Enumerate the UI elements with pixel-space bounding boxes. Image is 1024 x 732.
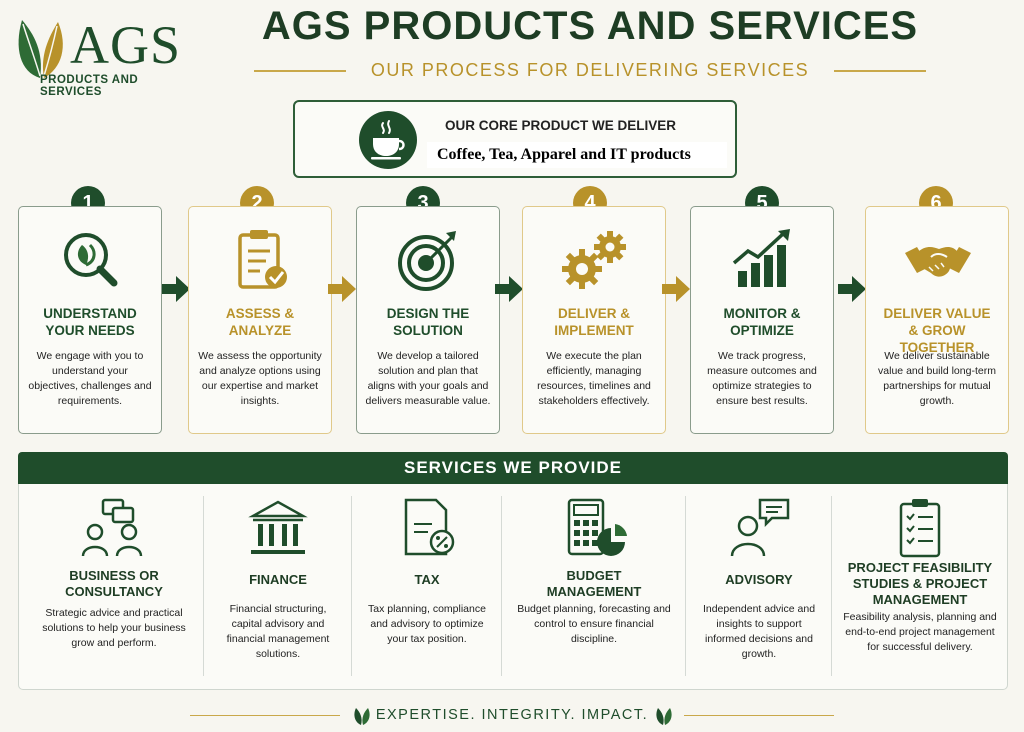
step-description: We track progress, measure outcomes and … — [707, 350, 817, 407]
subtitle-divider-left — [254, 70, 346, 72]
core-product-label: OUR CORE PRODUCT WE DELIVER — [445, 118, 677, 133]
page-subtitle: OUR PROCESS FOR DELIVERING SERVICES — [370, 60, 810, 80]
arrow-right-icon — [328, 276, 356, 302]
core-product-box: OUR CORE PRODUCT WE DELIVER Coffee, Tea,… — [293, 100, 737, 178]
step-title: DELIVER &IMPLEMENT — [554, 306, 634, 338]
logo-name: AGS — [70, 15, 182, 75]
footer-tagline: EXPERTISE. INTEGRITY. IMPACT. — [375, 707, 649, 723]
footer-divider-left — [190, 715, 340, 716]
divider — [203, 496, 204, 676]
leaf-logo-icon — [18, 20, 63, 78]
service-title: TAX — [414, 572, 440, 587]
service-description: Independent advice and insights to suppo… — [702, 603, 816, 660]
service-title: ADVISORY — [725, 572, 793, 587]
divider — [351, 496, 352, 676]
service-description: Budget planning, forecasting and control… — [517, 603, 671, 645]
service-description: Financial structuring, capital advisory … — [226, 603, 330, 660]
service-title: FINANCE — [249, 572, 307, 587]
footer-divider-right — [684, 715, 834, 716]
coffee-cup-icon — [359, 111, 417, 169]
divider — [501, 496, 502, 676]
step-card-monitor: MONITOR &OPTIMIZE We track progress, mea… — [690, 206, 834, 434]
growth-chart-icon — [732, 229, 790, 287]
calculator-chart-icon — [567, 498, 627, 556]
step-title: ASSESS &ANALYZE — [225, 306, 295, 338]
step-card-deliver: DELIVER &IMPLEMENT We execute the plan e… — [522, 206, 666, 434]
footer: EXPERTISE. INTEGRITY. IMPACT. — [190, 704, 834, 728]
arrow-right-icon — [662, 276, 690, 302]
step-description: We develop a tailored solution and plan … — [365, 350, 491, 407]
subtitle-divider-right — [834, 70, 926, 72]
arrow-right-icon — [838, 276, 866, 302]
service-description: Tax planning, compliance and advisory to… — [368, 603, 486, 645]
leaf-icon — [656, 708, 672, 725]
step-description: We deliver sustainable value and build l… — [878, 350, 996, 407]
bank-icon — [248, 500, 308, 554]
handshake-icon — [905, 247, 971, 277]
arrow-right-icon — [162, 276, 190, 302]
service-description: Strategic advice and practical solutions… — [42, 607, 186, 649]
service-advisory: ADVISORY Independent advice and insights… — [689, 484, 829, 690]
checklist-icon — [899, 499, 941, 558]
divider — [685, 496, 686, 676]
target-icon — [398, 231, 456, 291]
subtitle-row: OUR PROCESS FOR DELIVERING SERVICES — [250, 58, 930, 84]
divider — [831, 496, 832, 676]
step-card-grow: DELIVER VALUE& GROW TOGETHER We deliver … — [865, 206, 1009, 434]
service-tax: TAX Tax planning, compliance and advisor… — [355, 484, 499, 690]
leaf-icon — [354, 708, 370, 725]
gears-icon — [562, 231, 626, 289]
clipboard-check-icon — [238, 230, 287, 289]
tax-document-icon — [404, 498, 455, 556]
core-product-value: Coffee, Tea, Apparel and IT products — [427, 142, 727, 168]
magnifier-leaf-icon — [64, 233, 118, 287]
step-title: MONITOR &OPTIMIZE — [723, 306, 801, 338]
advisor-speech-icon — [730, 498, 790, 557]
step-description: We assess the opportunity and analyze op… — [198, 350, 322, 407]
step-description: We execute the plan efficiently, managin… — [537, 350, 651, 407]
logo-subtitle: PRODUCTS AND SERVICES — [40, 74, 139, 98]
service-finance: FINANCE Financial structuring, capital a… — [207, 484, 349, 690]
services-header: SERVICES WE PROVIDE — [18, 452, 1008, 484]
page-title: AGS PRODUCTS AND SERVICES — [261, 4, 919, 48]
step-description: We engage with you to understand your ob… — [28, 350, 152, 407]
step-card-assess: ASSESS &ANALYZE We assess the opportunit… — [188, 206, 332, 434]
logo: AGS PRODUCTS AND SERVICES — [12, 8, 202, 98]
step-title: DELIVER VALUE& GROW TOGETHER — [883, 306, 991, 355]
service-description: Feasibility analysis, planning and end-t… — [843, 611, 997, 653]
people-chat-icon — [81, 498, 143, 557]
arrow-right-icon — [495, 276, 523, 302]
